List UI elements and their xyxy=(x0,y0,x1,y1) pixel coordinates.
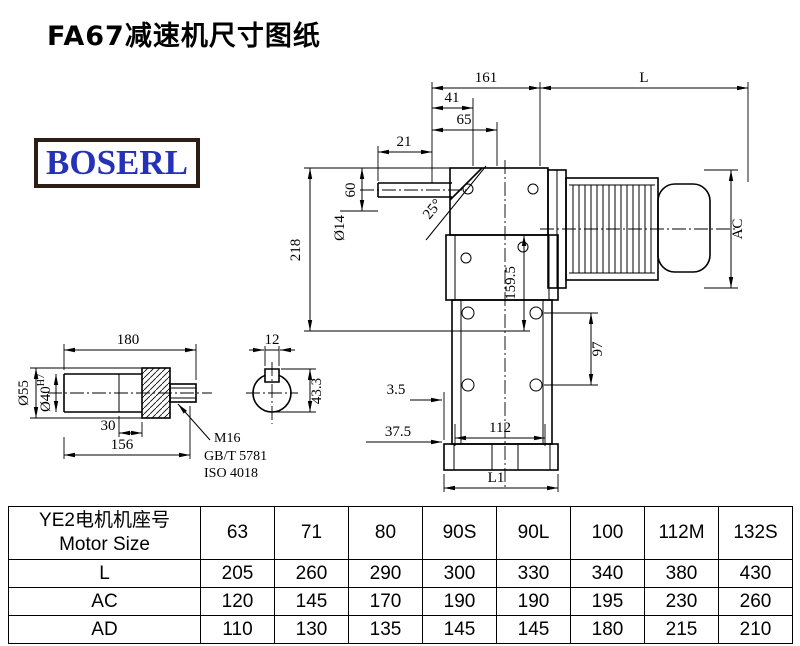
size-col-header-63: 63 xyxy=(200,506,275,560)
gear-housing-mid xyxy=(445,234,559,301)
boserl-logo: BOSERL xyxy=(34,138,200,188)
dim-30-label: 30 xyxy=(101,418,116,434)
size-col-header-112m: 112M xyxy=(644,506,719,560)
dim-97-label: 97 xyxy=(590,341,606,357)
dim-angle-25-label: 25° xyxy=(420,196,446,222)
dim-value: 180 xyxy=(570,615,645,644)
dim-AC-label: AC xyxy=(730,219,746,240)
dim-value: 340 xyxy=(570,559,645,588)
dim-value: 260 xyxy=(274,559,349,588)
size-col-header-90s: 90S xyxy=(422,506,497,560)
table-row-AC: AC 120 145 170 190 190 195 230 260 xyxy=(8,587,793,616)
thread-standard-gb: GB/T 5781 xyxy=(204,449,267,464)
dim-value: 430 xyxy=(718,559,793,588)
dim-159_5-label: 159.5 xyxy=(503,266,519,300)
dim-value: 330 xyxy=(496,559,571,588)
table-row-L: L 205 260 290 300 330 340 380 430 xyxy=(8,559,793,588)
dim-55-label: Ø55 xyxy=(16,380,32,406)
main-view xyxy=(360,160,736,490)
size-col-header-132s: 132S xyxy=(718,506,793,560)
page-title: FA67减速机尺寸图纸 xyxy=(47,21,321,52)
dimensions-main: 161 L 41 65 21 60 Ø14 218 159.5 25° AC 9… xyxy=(288,70,749,492)
dim-value: 170 xyxy=(348,587,423,616)
row-label-AD: AD xyxy=(8,615,201,644)
row-label-L: L xyxy=(8,559,201,588)
dim-value: 205 xyxy=(200,559,275,588)
size-col-header-90l: 90L xyxy=(496,506,571,560)
dim-43_3-label: 43.3 xyxy=(309,378,325,404)
dim-L1-label: L1 xyxy=(488,470,505,486)
motor-size-header-cn: YE2电机机座号 xyxy=(39,510,170,531)
boserl-logo-text: BOSERL xyxy=(46,143,188,182)
dim-60-label: 60 xyxy=(343,183,359,198)
dim-value: 300 xyxy=(422,559,497,588)
dim-161-label: 161 xyxy=(475,70,498,86)
dim-value: 290 xyxy=(348,559,423,588)
dim-3_5-label: 3.5 xyxy=(387,382,406,398)
row-label-AC: AC xyxy=(8,587,201,616)
dim-value: 230 xyxy=(644,587,719,616)
motor-dimension-table: YE2电机机座号 Motor Size 63 71 80 90S 90L 100… xyxy=(8,506,793,644)
dim-65-label: 65 xyxy=(457,112,472,128)
shaft-detail-view: Ø55 Ø40H7 180 30 156 M16 GB/T 5781 ISO 4… xyxy=(16,332,325,481)
dim-bore-diameter-label: Ø40H7 xyxy=(36,374,54,412)
dim-value: 260 xyxy=(718,587,793,616)
gearbox-dimension-drawing: 161 L 41 65 21 60 Ø14 218 159.5 25° AC 9… xyxy=(16,70,749,492)
dim-shaft-diameter-label: Ø14 xyxy=(332,215,348,241)
dim-value: 215 xyxy=(644,615,719,644)
thread-standard-iso: ISO 4018 xyxy=(204,466,258,481)
dim-value: 195 xyxy=(570,587,645,616)
dim-L-label: L xyxy=(639,70,648,86)
input-shaft xyxy=(360,182,468,198)
dim-value: 120 xyxy=(200,587,275,616)
dim-value: 145 xyxy=(496,615,571,644)
dim-value: 135 xyxy=(348,615,423,644)
dim-value: 145 xyxy=(274,587,349,616)
dim-value: 210 xyxy=(718,615,793,644)
gear-housing-upper xyxy=(425,165,549,241)
dim-value: 380 xyxy=(644,559,719,588)
motor-size-header: YE2电机机座号 Motor Size xyxy=(8,506,201,560)
dim-value: 190 xyxy=(496,587,571,616)
dim-value: 110 xyxy=(200,615,275,644)
thread-callout-m16: M16 xyxy=(214,431,240,446)
motor-size-header-en: Motor Size xyxy=(59,534,150,555)
motor xyxy=(540,169,736,289)
dim-12-label: 12 xyxy=(265,332,280,348)
size-col-header-71: 71 xyxy=(274,506,349,560)
size-col-header-80: 80 xyxy=(348,506,423,560)
output-flange xyxy=(443,160,559,490)
dim-218-label: 218 xyxy=(288,239,304,262)
dim-180-label: 180 xyxy=(117,332,140,348)
dim-37_5-label: 37.5 xyxy=(385,424,411,440)
dim-value: 145 xyxy=(422,615,497,644)
dim-112-label: 112 xyxy=(489,420,511,436)
dim-value: 130 xyxy=(274,615,349,644)
table-row-AD: AD 110 130 135 145 145 180 215 210 xyxy=(8,615,793,644)
dim-156-label: 156 xyxy=(111,437,134,453)
dim-value: 190 xyxy=(422,587,497,616)
dim-21-label: 21 xyxy=(397,134,412,150)
size-col-header-100: 100 xyxy=(570,506,645,560)
dim-41-label: 41 xyxy=(445,90,460,106)
motor-fan-cowl xyxy=(657,183,711,273)
